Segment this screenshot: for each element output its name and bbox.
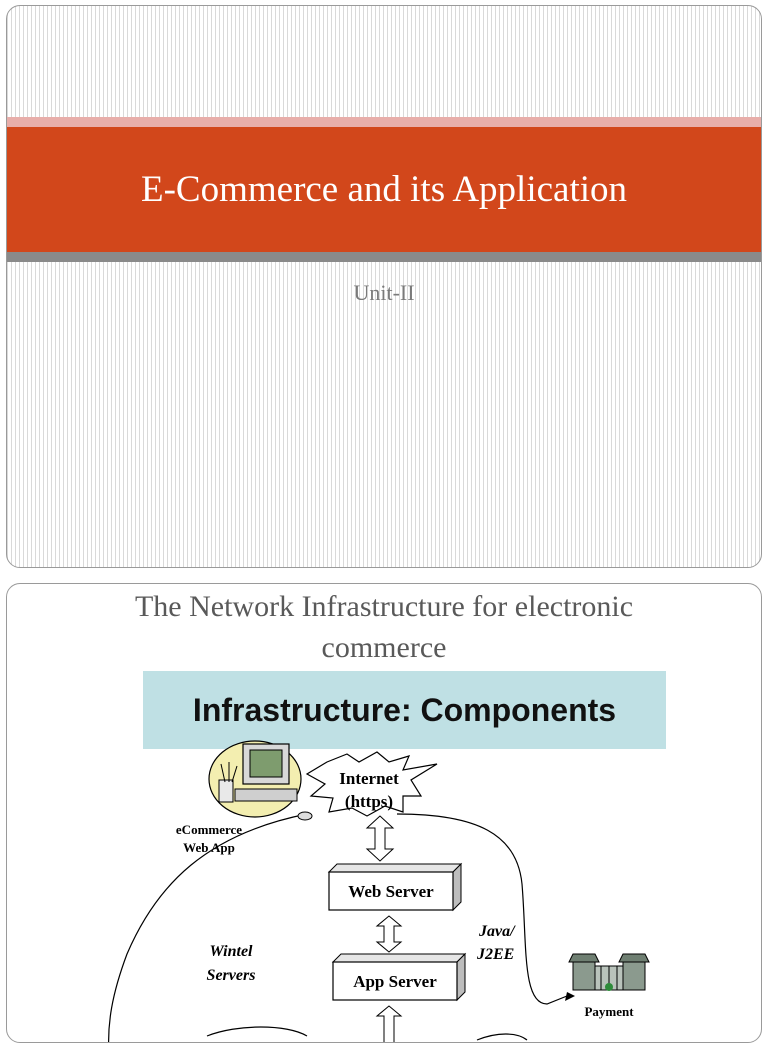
title-slide[interactable]: E-Commerce and its Application Unit-II (6, 5, 762, 568)
web-server-box: Web Server (327, 862, 463, 912)
internet-cloud-icon (305, 751, 438, 817)
server-region-curve (108, 813, 308, 1042)
slide-title: E-Commerce and its Application (140, 169, 628, 210)
title-band: E-Commerce and its Application (7, 127, 761, 252)
infrastructure-slide[interactable]: The Network Infrastructure for electroni… (6, 583, 762, 1043)
slide-title: The Network Infrastructure for electroni… (7, 586, 761, 668)
slide-title-line-2: commerce (321, 631, 447, 664)
app-server-label: App Server (353, 972, 437, 991)
title-band-top-accent (7, 117, 761, 127)
components-banner: Infrastructure: Components (143, 671, 666, 749)
payment-gateway-icon (568, 953, 650, 991)
slide-title-line-1: The Network Infrastructure for electroni… (134, 590, 634, 623)
internet-label-line-2: (https) (345, 792, 393, 811)
webserver-appserver-arrow (375, 915, 403, 953)
components-banner-text: Infrastructure: Components (192, 691, 617, 728)
app-server-box: App Server (331, 952, 467, 1002)
appserver-down-arrow (375, 1005, 403, 1042)
computer-icon (208, 740, 313, 821)
payment-connection-curve (396, 813, 568, 1005)
wintel-label-line-2: Servers (207, 967, 256, 984)
bottom-ellipse-partial (206, 1026, 308, 1037)
java-label-line-1: Java/ (478, 923, 516, 940)
bottom-curve-partial (476, 1033, 528, 1041)
java-label-line-2: J2EE (476, 946, 514, 963)
payment-label: Payment (584, 1004, 634, 1019)
title-band-bottom-accent (7, 252, 761, 262)
wintel-label-line-1: Wintel (210, 943, 254, 960)
internet-label-line-1: Internet (339, 769, 399, 788)
internet-webserver-arrow (365, 815, 395, 862)
slide-subtitle: Unit-II (353, 280, 415, 305)
webapp-label-line-1: eCommerce (176, 822, 242, 837)
web-server-label: Web Server (348, 882, 434, 901)
infrastructure-diagram: Internet (https) eCommerce Web App Web S… (108, 740, 650, 1042)
payment-arrowhead (565, 992, 575, 1001)
webapp-label-line-2: Web App (183, 840, 235, 855)
